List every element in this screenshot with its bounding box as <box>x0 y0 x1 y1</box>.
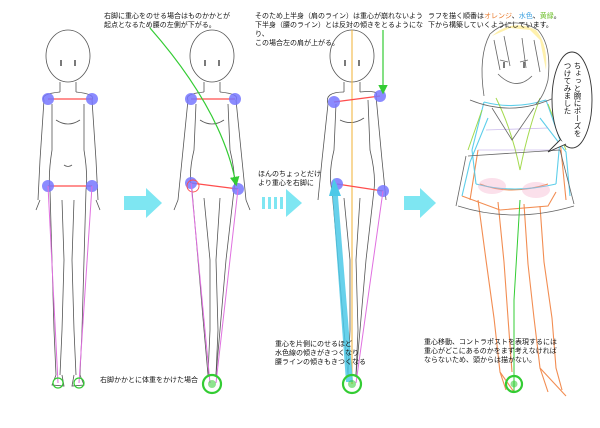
fig4-bottom-note: 重心移動、コントラポストを表現するには 重心がどこにあるのかをまず考えなければ … <box>424 338 557 364</box>
speech-bubble-text: ちょっと腕にポーズを つけてみました <box>563 62 582 137</box>
fig3-weight-arrowhead <box>329 178 341 196</box>
fig3-shoulder-line <box>333 95 381 103</box>
fig1-heel-right-marker <box>73 377 85 389</box>
fig4-top-note-sep: 、 <box>532 12 540 20</box>
figure-4-eyes <box>503 62 525 68</box>
fig1-heel-left-marker <box>52 377 64 389</box>
fig2-leg-line-right <box>215 188 239 384</box>
fig1-leg-line-left <box>47 185 59 384</box>
fig2-shoulder-right-joint <box>229 93 241 105</box>
fig4-heel-marker-inner <box>510 380 518 388</box>
fig3-leg-line <box>355 190 384 384</box>
fig3-top-note: そのため上半身（肩のライン）は重心が崩れないよう 下半身（腰のライン）とは反対の… <box>255 12 423 47</box>
fig4-top-note-orange: オレンジ <box>484 12 512 20</box>
fig3-heel-marker-outer <box>341 373 363 395</box>
fig4-heel-marker-outer <box>504 374 524 394</box>
fig3-shoulder-left-joint <box>328 96 340 108</box>
fig2-leg-line-left <box>190 182 211 384</box>
fig2-hip-line <box>190 182 239 190</box>
figure-1-eyes <box>60 60 76 66</box>
fig3-bottom-note: 重心を片側にのせるほど 水色線の傾きがきつくなり 腰ラインの傾きもきつくなる <box>275 340 366 366</box>
fig2-mid-note: ほんのちょっとだけ より重心を右脚に <box>258 170 321 187</box>
fig4-top-note-cyan: 水色 <box>518 12 533 20</box>
arrow-3-to-4 <box>404 188 436 218</box>
fig1-bottom-note: 右脚かかとに体重をかけた場合 <box>100 376 198 384</box>
fig2-shoulder-left-joint <box>185 93 197 105</box>
fig4-top-note: ラフを描く順番はオレンジ、水色、黄緑。 下から構築していくようにしています。 <box>428 12 600 30</box>
fig4-top-note-lime: 黄緑 <box>539 12 554 20</box>
fig4-green-guide <box>513 199 521 392</box>
fig3-hip-line <box>336 183 384 192</box>
fig4-top-note-post: 。 下から構築していくようにしています。 <box>428 12 561 29</box>
fig3-weight-line <box>332 184 353 382</box>
fig2-green-guide-curve <box>149 27 240 187</box>
speech-bubble-tail <box>547 139 567 153</box>
fig1-leg-line-right <box>78 185 93 384</box>
fig2-top-note: 右脚に重心をのせる場合はものかかとが 起点となるため腰の左側が下がる。 <box>104 12 230 29</box>
figure-4-rough-sketch <box>455 22 575 397</box>
fig1-shoulder-right-joint <box>86 93 98 105</box>
fig2-heel-marker-outer <box>201 373 223 395</box>
fig4-top-note-sep0: 、 <box>511 12 519 20</box>
fig4-top-note-pre: ラフを描く順番は <box>428 12 484 20</box>
fig1-shoulder-left-joint <box>42 93 54 105</box>
arrow-2-to-3 <box>262 189 302 217</box>
speech-bubble <box>551 51 593 149</box>
fig2-hip-ghost-joint <box>186 179 200 193</box>
fig2-heel-marker-inner <box>208 380 216 388</box>
figure-2-eyes <box>204 60 220 66</box>
fig3-heel-marker-inner <box>348 380 356 388</box>
figure-2-hip-shift <box>173 29 251 376</box>
figure-3-eyes <box>344 60 360 66</box>
arrow-1-to-2 <box>124 188 162 218</box>
fig3-shoulder-right-joint <box>374 90 386 102</box>
